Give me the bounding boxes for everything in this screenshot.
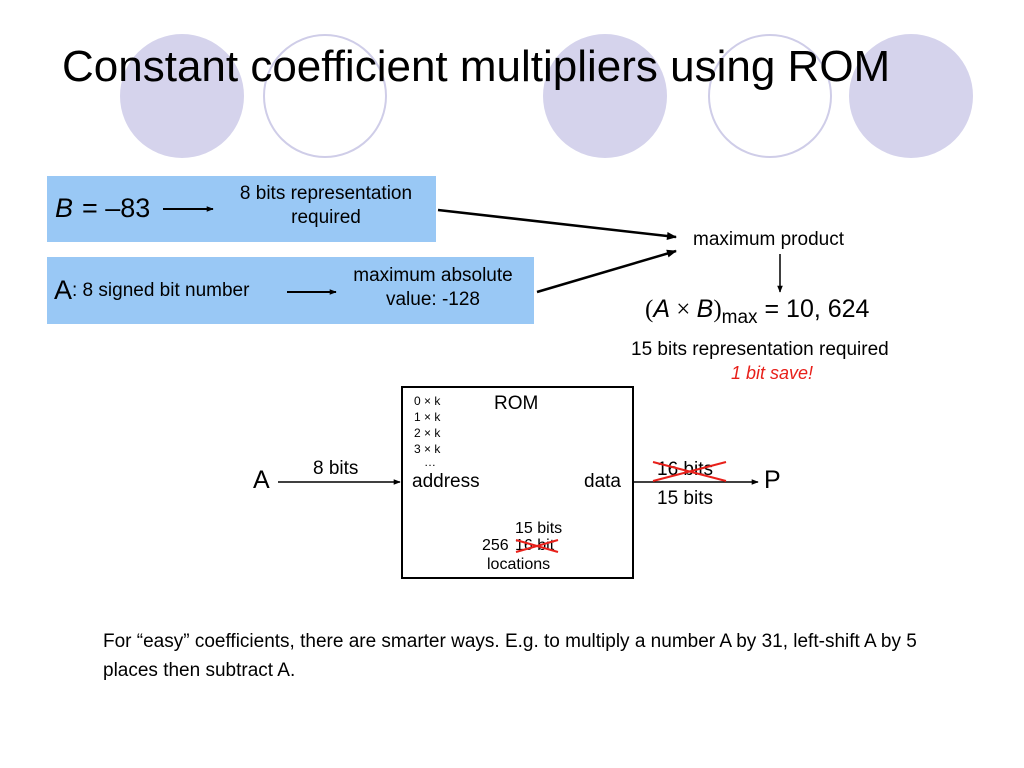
product-bits-label: 15 bits representation required bbox=[631, 339, 889, 360]
footer-note: For “easy” coefficients, there are smart… bbox=[103, 631, 917, 681]
rom-locations-label: locations bbox=[487, 556, 551, 573]
rom-entry: … bbox=[424, 455, 436, 469]
decor-circle-3 bbox=[543, 34, 667, 158]
product-expression: (A × B)max = 10, 624 bbox=[645, 295, 870, 328]
rom-new-output-bits: 15 bits bbox=[657, 488, 713, 509]
max-product-label: maximum product bbox=[693, 229, 844, 250]
rom-entry: 0 × k bbox=[414, 394, 441, 408]
slide-title: Constant coefficient multipliers using R… bbox=[62, 42, 891, 91]
rom-location-count: 256 bbox=[482, 537, 509, 554]
strike-location-2 bbox=[515, 539, 559, 553]
expr-close: ) bbox=[713, 296, 722, 323]
a-variable: A bbox=[54, 275, 73, 305]
expr-value: = 10, 624 bbox=[757, 295, 870, 323]
rom-output-var: P bbox=[764, 466, 781, 494]
b-note-line2: required bbox=[291, 207, 361, 228]
rom-entries: 0 × k 1 × k 2 × k 3 × k … bbox=[414, 393, 441, 469]
rom-data-label: data bbox=[584, 471, 621, 492]
strike-output-2 bbox=[652, 461, 727, 482]
rom-entry: 1 × k bbox=[414, 410, 441, 424]
a-note-line2: value: -128 bbox=[385, 289, 480, 310]
a-info-box bbox=[47, 257, 534, 324]
a-note-line1: maximum absolute bbox=[353, 265, 513, 286]
expr-times: × bbox=[670, 296, 697, 323]
rom-address-label: address bbox=[412, 471, 480, 492]
b-value: = –83 bbox=[82, 193, 151, 223]
rom-input-bits: 8 bits bbox=[313, 458, 359, 479]
rom-entry: 2 × k bbox=[414, 426, 441, 440]
b-variable: B bbox=[55, 193, 74, 223]
expr-open: ( bbox=[645, 296, 654, 323]
rom-input-var: A bbox=[253, 466, 270, 494]
decor-circle-1 bbox=[120, 34, 244, 158]
decor-circle-4 bbox=[708, 34, 832, 158]
b-box-to-product-arrow bbox=[437, 208, 677, 240]
decor-circle-2 bbox=[263, 34, 387, 158]
expr-b: B bbox=[696, 295, 714, 323]
expr-subscript: max bbox=[721, 307, 758, 328]
rom-entry: 3 × k bbox=[414, 442, 441, 456]
expr-a: A bbox=[653, 295, 671, 323]
rom-box bbox=[401, 386, 634, 579]
a-box-to-product-arrow bbox=[536, 249, 677, 294]
a-description: : 8 signed bit number bbox=[72, 280, 250, 301]
b-info-box bbox=[47, 176, 436, 242]
b-note-line1: 8 bits representation bbox=[239, 183, 413, 204]
rom-title: ROM bbox=[494, 393, 539, 414]
bit-save-note: 1 bit save! bbox=[731, 363, 814, 383]
decor-circle-5 bbox=[849, 34, 973, 158]
rom-new-location-bits: 15 bits bbox=[515, 520, 563, 537]
